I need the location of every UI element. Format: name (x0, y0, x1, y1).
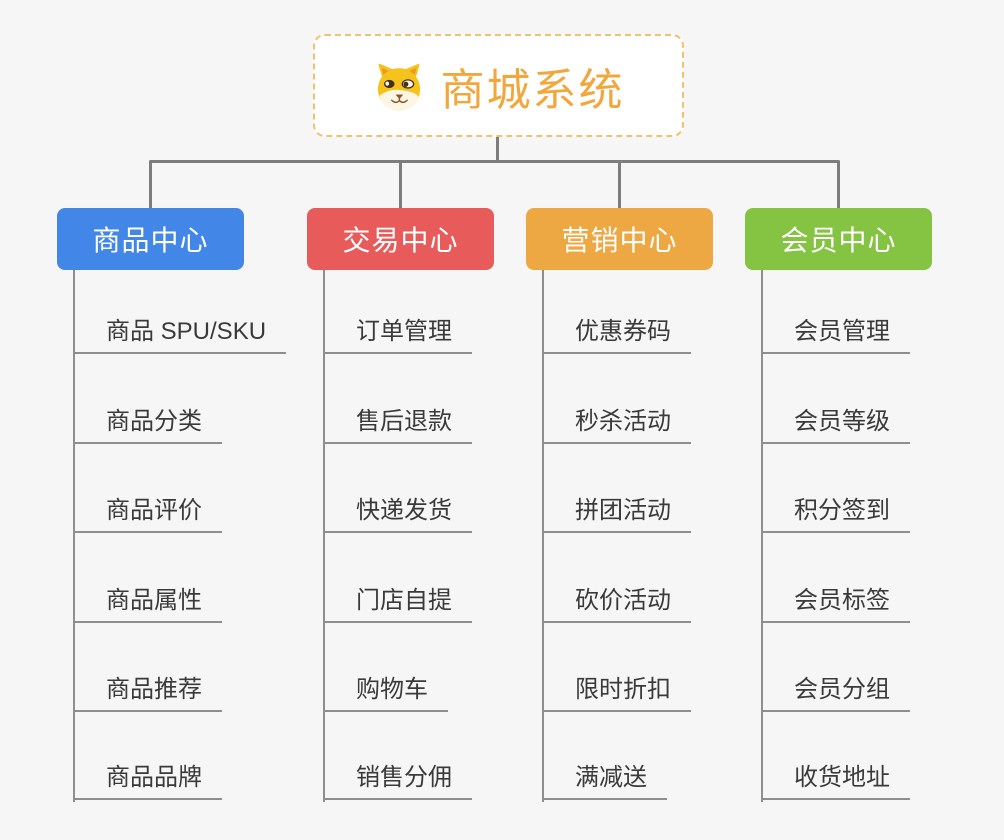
leaf-node-full-reduction[interactable]: 满减送 (542, 764, 667, 800)
leaf-node-shipping-address[interactable]: 收货地址 (761, 764, 910, 800)
leaf-node-product-category[interactable]: 商品分类 (73, 408, 222, 444)
branch-node-trade-center[interactable]: 交易中心 (307, 208, 494, 270)
leaf-node-flash-sale[interactable]: 秒杀活动 (542, 408, 691, 444)
leaf-node-product-spu-sku[interactable]: 商品 SPU/SKU (73, 318, 287, 354)
leaf-node-product-review[interactable]: 商品评价 (73, 497, 222, 533)
leaf-node-coupon-code[interactable]: 优惠券码 (542, 318, 691, 354)
leaf-node-points-checkin[interactable]: 积分签到 (761, 497, 910, 533)
branch-spine-marketing (542, 270, 544, 802)
leaf-node-product-recommend[interactable]: 商品推荐 (73, 676, 222, 712)
dog-icon (373, 60, 425, 112)
leaf-node-order-management[interactable]: 订单管理 (323, 318, 472, 354)
connector-stub-member (837, 161, 840, 208)
leaf-node-bargain-activity[interactable]: 砍价活动 (542, 587, 691, 623)
leaf-node-group-buy[interactable]: 拼团活动 (542, 497, 691, 533)
connector-bus (149, 160, 840, 163)
connector-root-stub (496, 136, 499, 162)
branch-spine-member (761, 270, 763, 802)
leaf-node-store-pickup[interactable]: 门店自提 (323, 587, 472, 623)
root-title: 商城系统 (440, 65, 625, 115)
branch-node-marketing-center[interactable]: 营销中心 (526, 208, 713, 270)
leaf-node-member-tag[interactable]: 会员标签 (761, 587, 910, 623)
connector-stub-trade (399, 161, 402, 208)
leaf-node-express-delivery[interactable]: 快递发货 (323, 497, 472, 533)
connector-stub-marketing (618, 161, 621, 208)
leaf-node-member-group[interactable]: 会员分组 (761, 676, 910, 712)
leaf-node-product-brand[interactable]: 商品品牌 (73, 764, 222, 800)
branch-spine-trade (323, 270, 325, 802)
leaf-node-member-management[interactable]: 会员管理 (761, 318, 910, 354)
branch-node-member-center[interactable]: 会员中心 (745, 208, 932, 270)
leaf-node-product-attribute[interactable]: 商品属性 (73, 587, 222, 623)
leaf-node-sales-commission[interactable]: 销售分佣 (323, 764, 472, 800)
leaf-node-limited-time-discount[interactable]: 限时折扣 (542, 676, 691, 712)
branch-spine-product (73, 270, 75, 802)
leaf-node-aftersale-refund[interactable]: 售后退款 (323, 408, 472, 444)
root-node[interactable]: 商城系统 (313, 34, 684, 137)
connector-stub-product (149, 161, 152, 208)
leaf-node-member-level[interactable]: 会员等级 (761, 408, 910, 444)
leaf-node-shopping-cart[interactable]: 购物车 (323, 676, 448, 712)
branch-node-product-center[interactable]: 商品中心 (57, 208, 244, 270)
